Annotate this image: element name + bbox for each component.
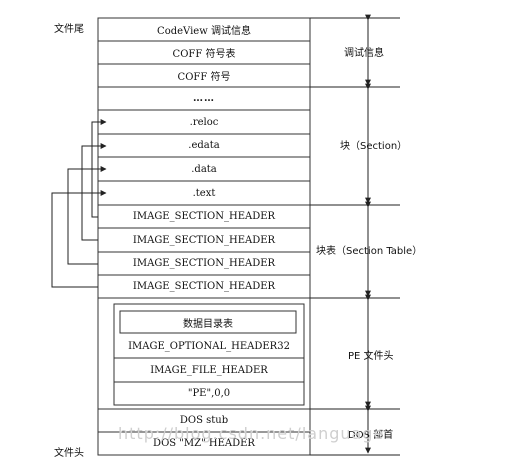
row-ellipsis: ……	[193, 93, 215, 104]
row-section-header-4: IMAGE_SECTION_HEADER	[132, 281, 276, 292]
region-dimension-lines	[310, 14, 400, 456]
row-pe-signature: "PE",0,0	[187, 388, 231, 399]
row-file-header: IMAGE_FILE_HEADER	[150, 364, 268, 376]
row-section-header-2: IMAGE_SECTION_HEADER	[132, 234, 276, 246]
region-label-pe-header: PE 文件头	[348, 351, 394, 362]
stack-outline	[97, 17, 311, 456]
file-head-label: 文件头	[54, 448, 84, 459]
row-coff-symbol: COFF 符号	[177, 72, 231, 83]
file-tail-label: 文件尾	[54, 24, 84, 35]
row-section-reloc: .reloc	[189, 116, 219, 128]
watermark: http://blog.csdn.net/language	[118, 424, 385, 443]
region-label-dos-header: DOS 部首	[348, 430, 394, 441]
row-section-text: .text	[192, 187, 216, 199]
row-section-edata: .edata	[188, 140, 220, 151]
pointer-to-data	[67, 166, 107, 265]
row-section-data: .data	[191, 163, 217, 175]
data-directory-box: 数据目录表	[183, 318, 233, 330]
section-pointer-lines	[51, 119, 107, 288]
row-section-header-1: IMAGE_SECTION_HEADER	[132, 211, 276, 222]
region-label-section-table: 块表（Section Table）	[316, 246, 423, 257]
pointer-to-text	[51, 190, 107, 288]
row-section-header-3: IMAGE_SECTION_HEADER	[132, 258, 276, 269]
region-label-section: 块（Section）	[340, 141, 408, 152]
region-label-debug: 调试信息	[344, 48, 384, 59]
row-codeview-debug: CodeView 调试信息	[157, 26, 251, 37]
row-coff-symbol-table: COFF 符号表	[172, 49, 236, 60]
row-dos-stub: DOS stub	[179, 415, 229, 426]
row-optional-header: IMAGE_OPTIONAL_HEADER32	[128, 341, 290, 352]
row-dos-mz-header: DOS "MZ" HEADER	[153, 438, 255, 449]
